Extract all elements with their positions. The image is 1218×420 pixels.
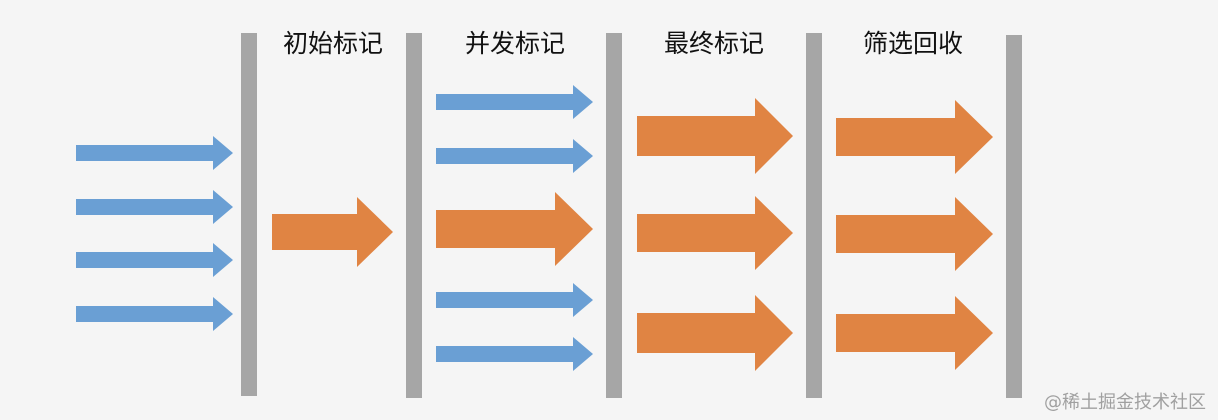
user-thread-arrow	[76, 243, 233, 277]
gc-thread-arrow	[637, 295, 793, 371]
barrier-4	[806, 33, 822, 398]
gc-thread-arrow	[637, 98, 793, 174]
barrier-2	[406, 33, 422, 398]
barrier-5	[1006, 35, 1022, 398]
watermark-text: @稀土掘金技术社区	[1044, 392, 1206, 413]
gc-thread-arrow	[836, 197, 993, 271]
phase-label-final-mark: 最终标记	[664, 29, 764, 58]
gc-thread-arrow	[637, 196, 793, 270]
user-thread-arrow	[436, 283, 593, 317]
user-thread-arrow	[436, 85, 593, 119]
barrier-1	[241, 33, 257, 396]
user-thread-arrow	[76, 136, 233, 170]
phase-label-concurrent-mark: 并发标记	[465, 29, 565, 58]
user-thread-arrow	[76, 297, 233, 331]
user-thread-arrow	[76, 190, 233, 224]
phase-label-cleanup: 筛选回收	[863, 29, 963, 58]
barrier-3	[606, 33, 622, 398]
gc-thread-arrow	[836, 296, 993, 370]
gc-thread-arrow	[436, 192, 593, 266]
user-thread-arrow	[436, 139, 593, 173]
user-thread-arrow	[436, 337, 593, 371]
phase-label-initial-mark: 初始标记	[283, 29, 383, 58]
gc-thread-arrow	[272, 197, 393, 267]
gc-thread-arrow	[836, 100, 993, 174]
